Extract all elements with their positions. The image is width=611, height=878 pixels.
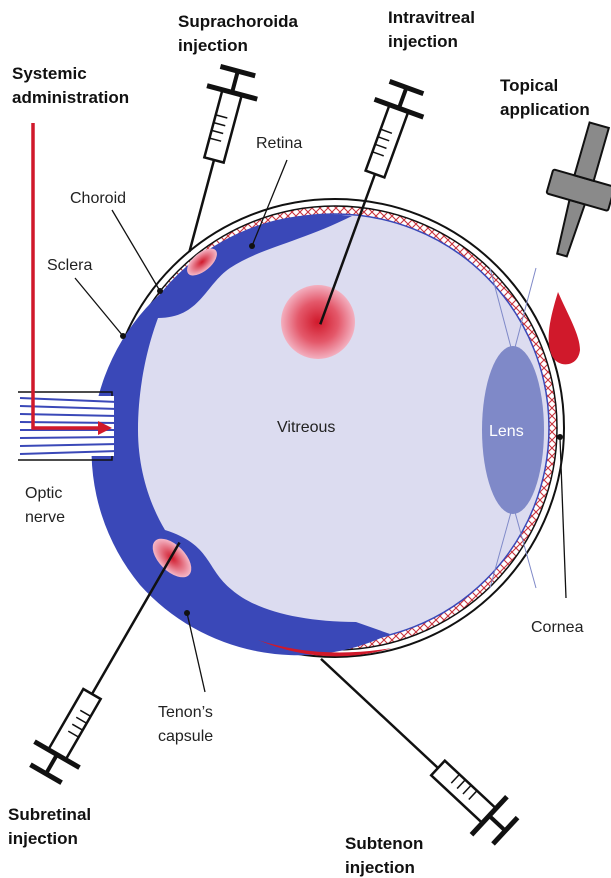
topical-drop [549,292,580,364]
choroid-label: Choroid [70,190,126,207]
intravitreal-bleb [281,285,355,359]
topical-label: Topical application [500,76,590,119]
systemic-arrow [33,123,112,435]
intravitreal-label: Intravitreal injection [388,8,480,51]
lens-label: Lens [489,423,524,440]
retina-label: Retina [256,135,302,152]
topical-dropper [531,116,611,263]
cornea-leader [560,438,566,598]
optic-nerve-label: Optic nerve [25,485,67,526]
sclera-leader [75,278,123,336]
choroid-leader [112,210,160,291]
subtenon-label: Subtenon injection [345,834,428,877]
systemic-label: Systemic administration [12,64,129,107]
tenons-capsule-label: Tenon’s capsule [158,704,217,745]
subretinal-label: Subretinal injection [8,805,96,848]
suprachoroidal-label: Suprachoroida injection [178,12,303,55]
sclera-label: Sclera [47,257,92,274]
subtenon-syringe [303,640,523,850]
vitreous-label: Vitreous [277,419,335,436]
cornea-label: Cornea [531,619,584,636]
